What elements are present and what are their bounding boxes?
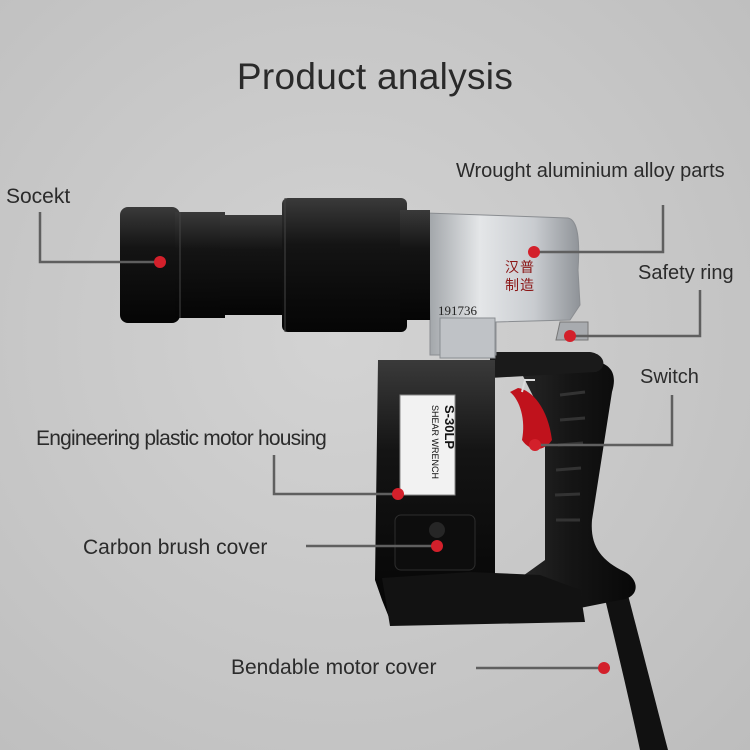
leader-housing <box>272 455 398 496</box>
socket-outer <box>120 207 180 323</box>
label-socket: Socekt <box>6 185 71 208</box>
page-title: Product analysis <box>236 56 514 97</box>
marker-socket <box>154 256 166 268</box>
leader-safety-ring <box>570 290 702 338</box>
marker-bendable <box>598 662 610 674</box>
nameplate <box>399 394 456 496</box>
pistol-grip <box>503 360 636 619</box>
trigger <box>510 388 552 449</box>
marker-wrought <box>528 246 540 258</box>
power-cable <box>600 572 668 750</box>
label-safety-ring: Safety ring <box>638 262 734 284</box>
label-housing: Engineering plastic motor housing <box>36 427 327 450</box>
socket-collar <box>282 198 407 332</box>
marker-switch <box>529 439 541 451</box>
label-switch: Switch <box>640 366 699 388</box>
brand-mark: 汉普制造 <box>505 260 535 294</box>
marker-brush <box>431 540 443 552</box>
markers <box>154 246 610 674</box>
label-brush: Carbon brush cover <box>83 536 268 559</box>
marker-housing <box>392 488 404 500</box>
leader-wrought <box>534 205 665 254</box>
leader-lines <box>38 205 702 670</box>
grip-ribs <box>554 390 586 522</box>
label-bendable: Bendable motor cover <box>231 656 437 679</box>
handle-bridge <box>490 352 604 378</box>
label-wrought: Wrought aluminium alloy parts <box>456 160 725 182</box>
serial-number: 191736 <box>438 303 478 318</box>
leader-switch <box>535 395 674 447</box>
brush-cover-knob <box>429 522 445 538</box>
motor-base <box>382 572 585 626</box>
nameplate-name: SHEAR WRENCH <box>430 405 440 479</box>
marker-safety-ring <box>564 330 576 342</box>
nameplate-model: S-30LP <box>442 405 457 449</box>
leader-socket <box>38 212 160 264</box>
